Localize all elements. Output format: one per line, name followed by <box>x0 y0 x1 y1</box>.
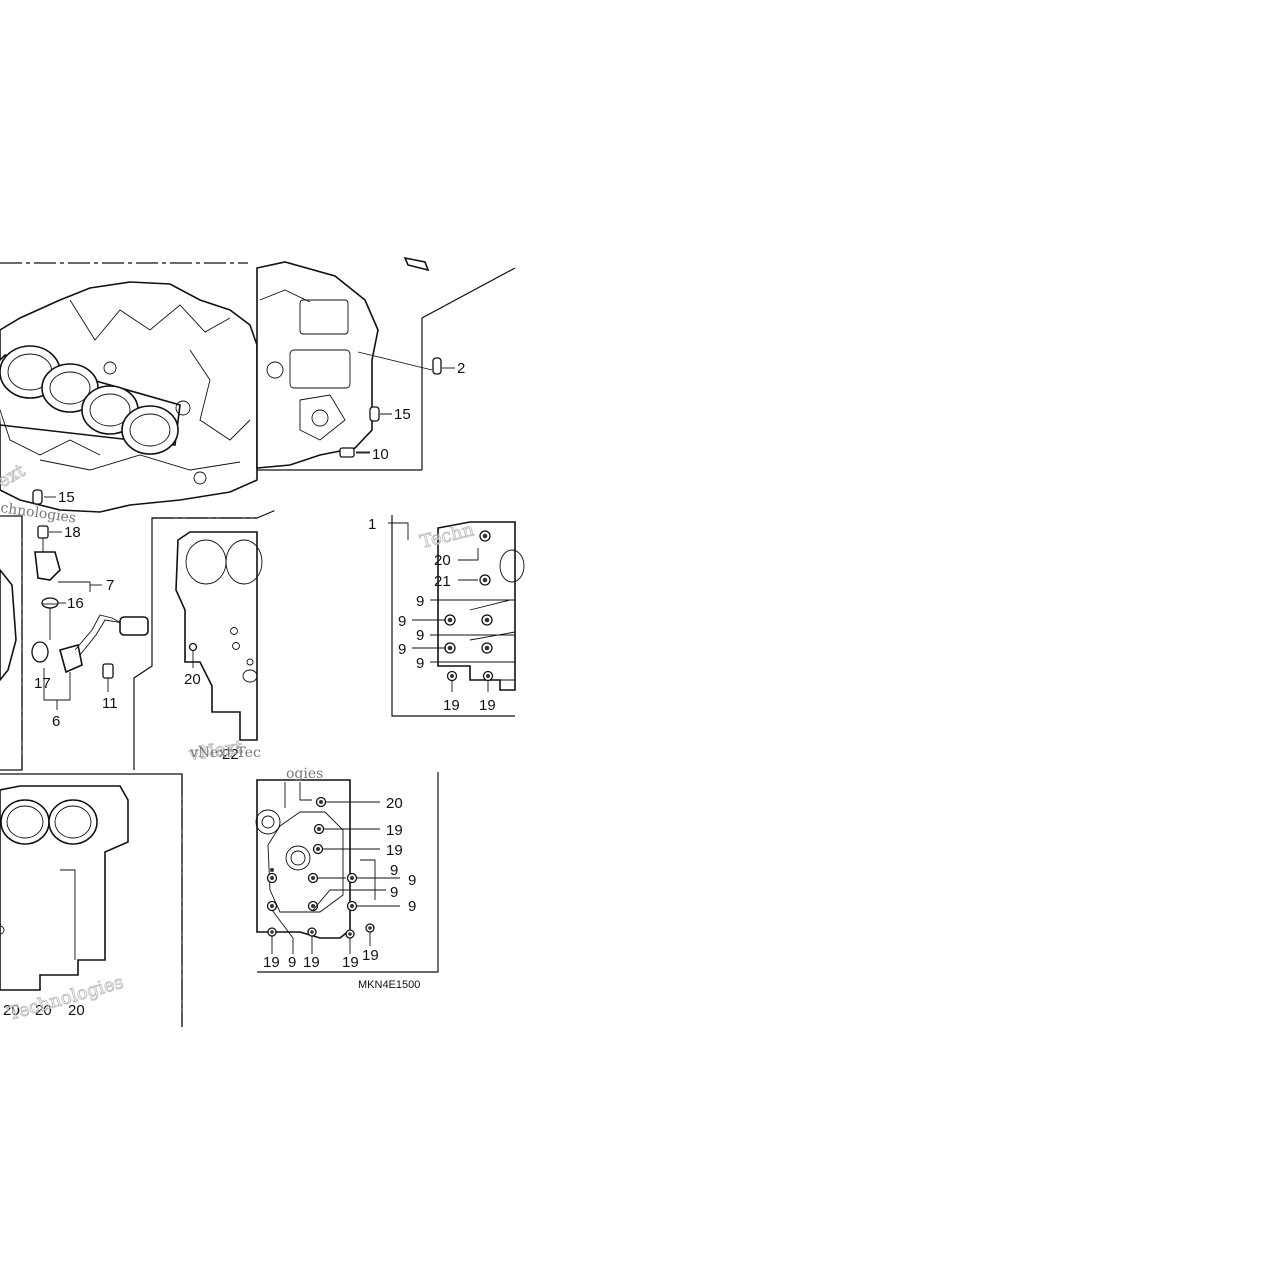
callout-9-g: 9 <box>408 872 416 889</box>
callout-9-e: 9 <box>416 655 424 672</box>
callout-6: 6 <box>52 713 60 730</box>
callout-11: 11 <box>102 695 118 712</box>
callout-9-j: 9 <box>288 954 296 971</box>
callout-19-b: 19 <box>479 697 496 714</box>
callout-1: 1 <box>368 516 376 533</box>
bolt-18 <box>37 525 49 539</box>
bolt-10 <box>339 447 355 458</box>
callout-9-f: 9 <box>390 862 398 879</box>
callout-15-left: 15 <box>58 489 75 506</box>
callout-labels: 2 15 10 15 18 7 16 17 6 11 20 22 1 20 21… <box>3 360 496 1019</box>
sensor-assembly-illustration <box>0 525 149 710</box>
callout-19-g: 19 <box>342 954 359 971</box>
bolt-11 <box>102 663 114 679</box>
callout-19-e: 19 <box>263 954 280 971</box>
callout-19-a: 19 <box>443 697 460 714</box>
callout-17: 17 <box>34 675 51 692</box>
dowel-pin-2 <box>432 357 442 375</box>
lower-case-outline-center <box>175 531 263 741</box>
callout-20-center: 20 <box>184 671 201 688</box>
callout-22: 22 <box>222 746 239 763</box>
right-panel-illustration <box>388 521 525 692</box>
lower-case-outline-left <box>0 785 129 991</box>
engine-block-illustration <box>0 281 258 513</box>
dowel-pin-15 <box>369 406 380 422</box>
cylinder-bores <box>0 345 181 455</box>
callout-20-bottom: 20 <box>386 795 403 812</box>
callout-9-d: 9 <box>398 641 406 658</box>
lower-case-outline-right <box>255 779 400 954</box>
crankcase-illustration <box>32 256 442 505</box>
callout-20-bl-b: 20 <box>35 1002 52 1019</box>
diagram-code: MKN4E1500 <box>358 979 420 991</box>
callout-9-c: 9 <box>416 627 424 644</box>
callout-16: 16 <box>67 595 84 612</box>
callout-9-i: 9 <box>408 898 416 915</box>
o-ring-16 <box>41 597 59 609</box>
callout-19-d: 19 <box>386 842 403 859</box>
callout-20-bl-c: 20 <box>68 1002 85 1019</box>
callout-9-b: 9 <box>398 613 406 630</box>
frame-lines <box>0 262 516 1027</box>
callout-19-h: 19 <box>362 947 379 964</box>
callout-7: 7 <box>106 577 114 594</box>
callout-20-bl-a: 20 <box>3 1002 20 1019</box>
watermark-vnext-tec: vNext Tec <box>189 745 261 761</box>
callout-21: 21 <box>434 573 451 590</box>
callout-9-h: 9 <box>390 884 398 901</box>
callout-19-f: 19 <box>303 954 320 971</box>
callout-2: 2 <box>457 360 465 377</box>
seal-17 <box>31 641 49 663</box>
callout-18: 18 <box>64 524 81 541</box>
dowel-pin-15-left <box>32 489 43 505</box>
callout-19-c: 19 <box>386 822 403 839</box>
callout-15: 15 <box>394 406 411 423</box>
callout-9-a: 9 <box>416 593 424 610</box>
callout-10: 10 <box>372 446 389 463</box>
watermark-ogies: ogies <box>286 766 323 782</box>
callout-20-right: 20 <box>434 552 451 569</box>
